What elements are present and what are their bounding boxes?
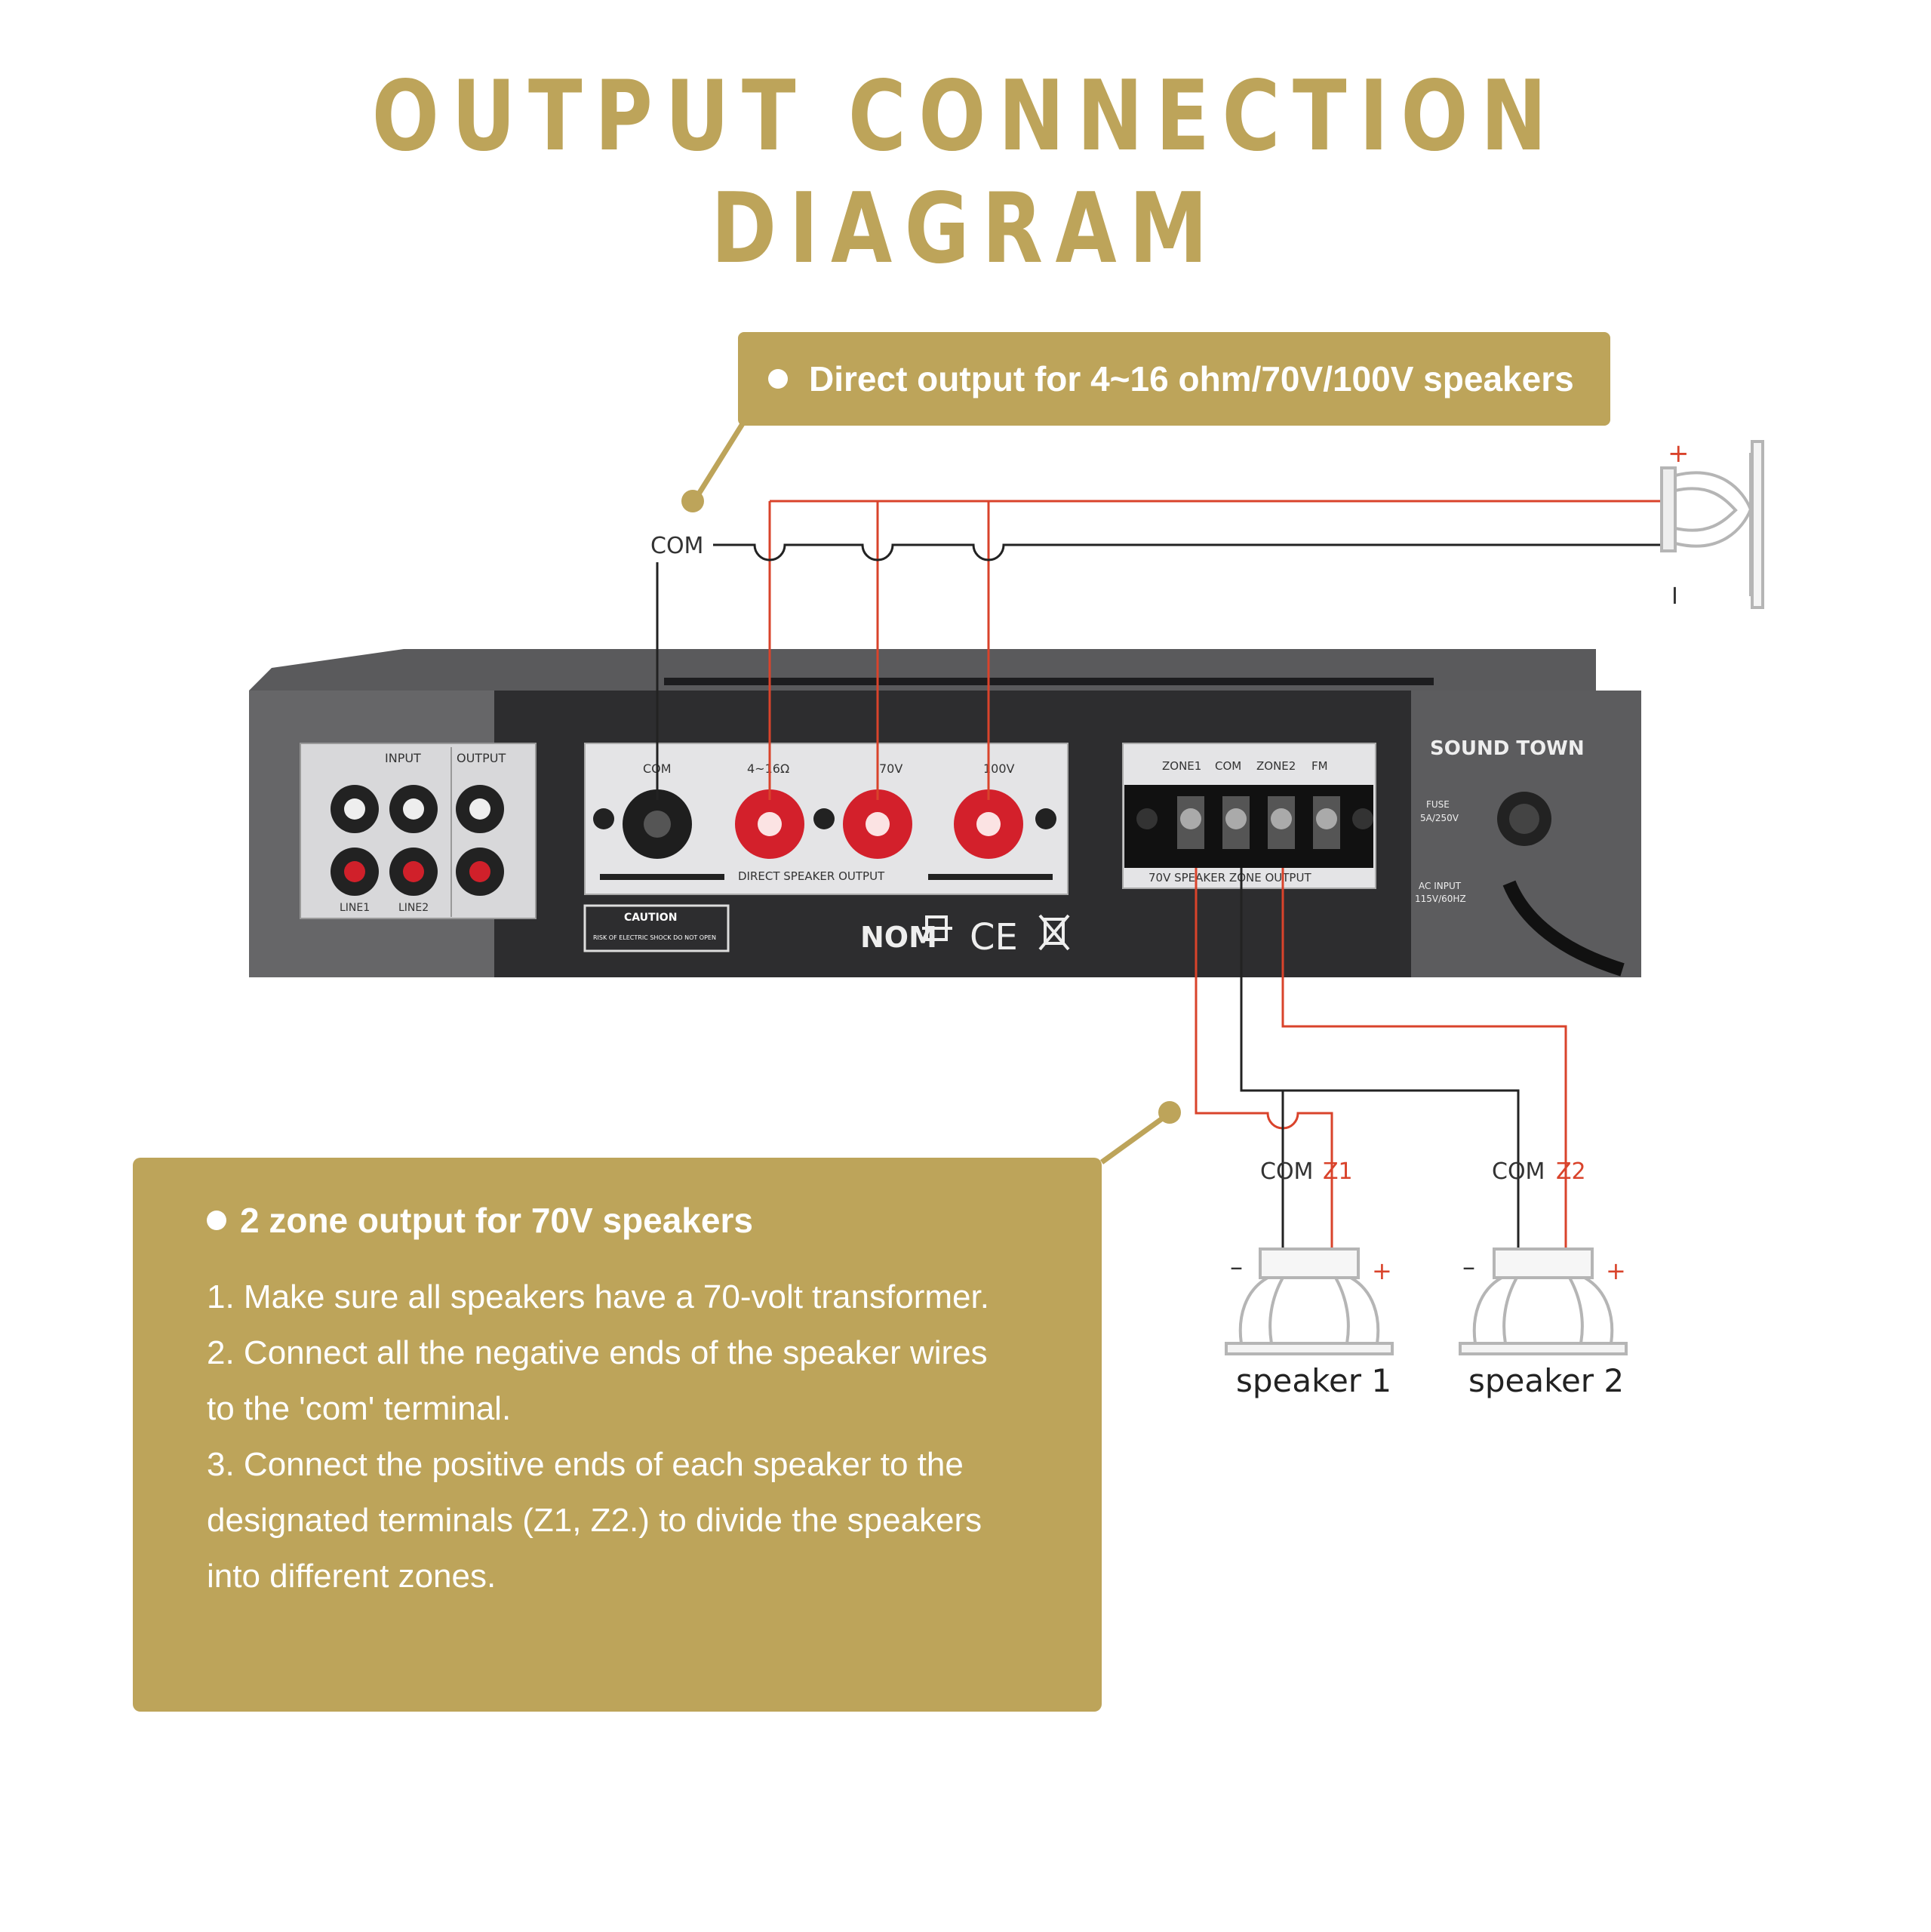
spk2-z2-label: Z2 bbox=[1556, 1158, 1586, 1185]
com-label-top: COM bbox=[650, 533, 703, 559]
fuse-label: FUSE bbox=[1426, 799, 1450, 810]
binding-posts bbox=[593, 789, 1056, 859]
page-title: OUTPUT CONNECTION DIAGRAM bbox=[371, 60, 1560, 285]
minus-top: I bbox=[1671, 583, 1678, 610]
fm-label: FM bbox=[1311, 759, 1328, 773]
zone-output-heading: 2 zone output for 70V speakers bbox=[207, 1200, 1056, 1241]
caution-subtext: RISK OF ELECTRIC SHOCK DO NOT OPEN bbox=[593, 934, 716, 941]
direct-output-callout: Direct output for 4~16 ohm/70V/100V spea… bbox=[738, 332, 1610, 426]
direct-4-16-label: 4~16Ω bbox=[747, 761, 789, 776]
direct-output-text: Direct output for 4~16 ohm/70V/100V spea… bbox=[809, 359, 1574, 398]
zone-heading-text: 2 zone output for 70V speakers bbox=[240, 1201, 753, 1240]
speaker-2-label: speaker 2 bbox=[1468, 1362, 1624, 1399]
weee-bin-icon bbox=[1038, 914, 1070, 951]
rca-jacks bbox=[331, 785, 504, 896]
spk2-minus: – bbox=[1462, 1252, 1475, 1282]
zone-com-label: COM bbox=[1215, 759, 1241, 773]
amplifier: INPUT OUTPUT LINE1 LINE2 COM 4~16Ω 70V 1… bbox=[249, 649, 1641, 977]
direct-100v-label: 100V bbox=[983, 761, 1015, 776]
line1-label: LINE1 bbox=[340, 902, 370, 914]
callout-leaders bbox=[681, 421, 1181, 1164]
line2-label: LINE2 bbox=[398, 902, 429, 914]
ac-rating: 115V/60HZ bbox=[1415, 894, 1466, 904]
bullet-icon bbox=[768, 369, 788, 389]
output-label: OUTPUT bbox=[457, 751, 506, 765]
direct-70v-label: 70V bbox=[879, 761, 902, 776]
zone2-label: ZONE2 bbox=[1256, 759, 1296, 773]
speaker-1-icon bbox=[1225, 1247, 1394, 1355]
speaker-1-label: speaker 1 bbox=[1236, 1362, 1391, 1399]
spk1-plus: + bbox=[1372, 1257, 1392, 1285]
zone-step-3-end: into different zones. bbox=[207, 1558, 497, 1595]
spk2-plus: + bbox=[1606, 1257, 1626, 1285]
screw-terminals bbox=[1136, 796, 1373, 849]
speaker-top-icon bbox=[1660, 440, 1764, 609]
spk1-minus: – bbox=[1230, 1252, 1243, 1282]
zone-step-2-cont: to the 'com' terminal. bbox=[207, 1390, 512, 1427]
zone1-label: ZONE1 bbox=[1162, 759, 1201, 773]
plus-top: + bbox=[1668, 438, 1690, 469]
zone-step-3-cont: designated terminals (Z1, Z2.) to divide… bbox=[207, 1502, 982, 1539]
zone-caption: 70V SPEAKER ZONE OUTPUT bbox=[1148, 871, 1311, 884]
input-label: INPUT bbox=[385, 751, 421, 765]
fuse-rating: 5A/250V bbox=[1420, 813, 1459, 823]
nom-mark: NOM bbox=[860, 921, 937, 954]
direct-wiring bbox=[656, 500, 1660, 800]
spk2-com-label: COM bbox=[1492, 1158, 1545, 1185]
ce-mark: CE bbox=[970, 916, 1018, 958]
caution-label: CAUTION bbox=[624, 912, 677, 924]
bullet-icon bbox=[207, 1211, 226, 1230]
zone-output-callout: 2 zone output for 70V speakers 1. Make s… bbox=[133, 1158, 1102, 1712]
fcc-icon bbox=[922, 915, 952, 941]
spk1-com-label: COM bbox=[1260, 1158, 1313, 1185]
zone-wiring bbox=[1195, 868, 1567, 1249]
ac-input-label: AC INPUT bbox=[1419, 881, 1462, 891]
spk1-z1-label: Z1 bbox=[1323, 1158, 1353, 1185]
zone-step-3: 3. Connect the positive ends of each spe… bbox=[207, 1446, 964, 1483]
zone-step-2: 2. Connect all the negative ends of the … bbox=[207, 1334, 988, 1371]
speaker-2-icon bbox=[1459, 1247, 1628, 1355]
zone-step-1: 1. Make sure all speakers have a 70-volt… bbox=[207, 1278, 989, 1315]
brand-logo: SOUND TOWN bbox=[1430, 737, 1585, 760]
direct-caption: DIRECT SPEAKER OUTPUT bbox=[738, 869, 885, 883]
